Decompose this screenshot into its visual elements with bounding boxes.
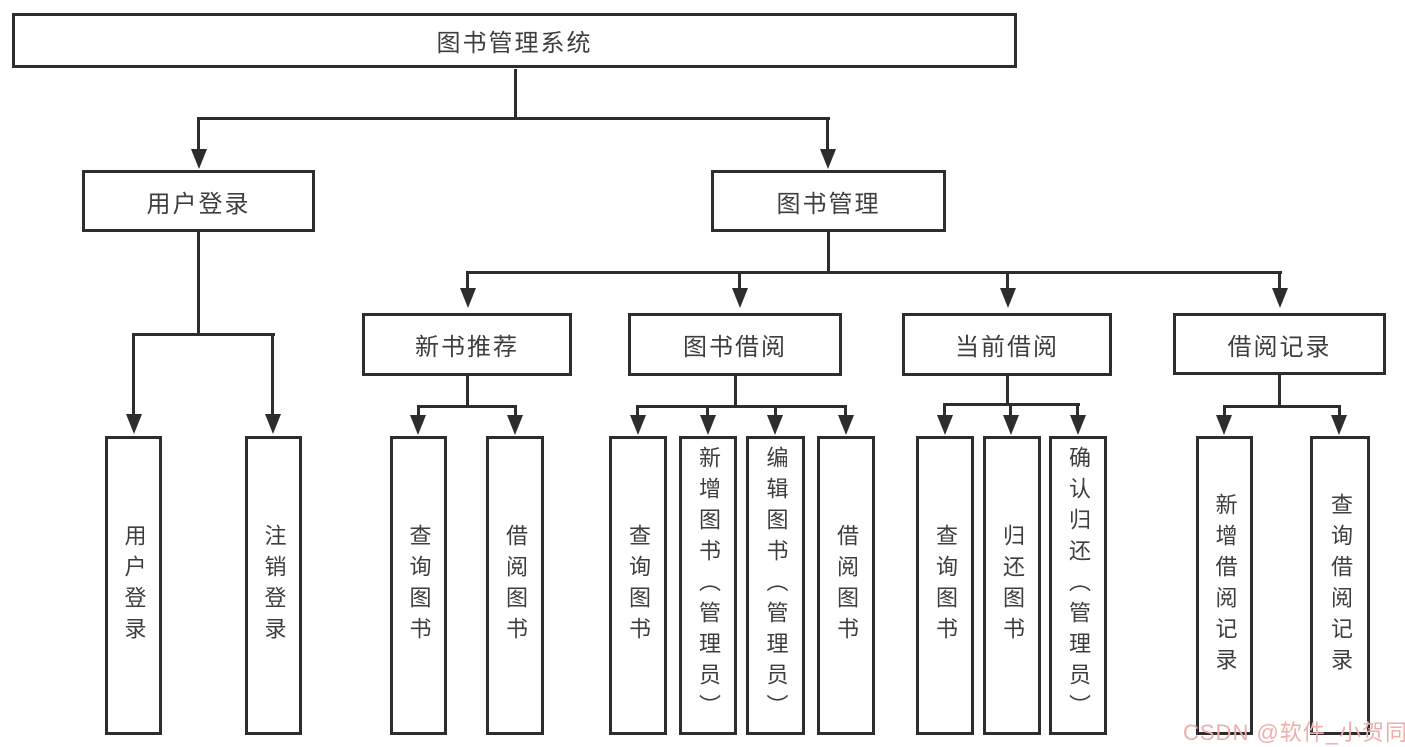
leaf-confirm-return-admin-label: 确认归还（管理员）: [1066, 446, 1091, 725]
connector-new-book-recommend-stem: [466, 376, 469, 407]
node-new-book-recommend: 新书推荐: [362, 313, 572, 376]
arrowhead-leaf-add-book: [700, 415, 716, 435]
node-current-borrow: 当前借阅: [902, 313, 1112, 376]
connector-borrow-records-bar: [1223, 405, 1341, 408]
connector-to-borrow-records: [1278, 271, 1281, 289]
arrowhead-leaf-return-books: [1003, 415, 1019, 435]
connector-to-leaf-query-books-1: [417, 405, 420, 416]
leaf-query-books-3: 查询图书: [916, 436, 974, 735]
leaf-query-books-1-label: 查询图书: [406, 523, 432, 648]
connector-to-current-borrow: [1006, 271, 1009, 289]
arrowhead-book-management: [820, 149, 836, 169]
arrowhead-leaf-edit-book: [767, 415, 783, 435]
leaf-borrow-books-1-label: 借阅图书: [503, 523, 528, 648]
leaf-borrow-books-2: 借阅图书: [817, 436, 875, 735]
node-borrow-records: 借阅记录: [1173, 313, 1386, 375]
leaf-query-borrow-record-label: 查询借阅记录: [1328, 492, 1353, 679]
node-book-management-label: 图书管理: [776, 190, 881, 218]
arrowhead-leaf-logout: [265, 414, 281, 434]
arrowhead-borrow-records: [1272, 288, 1288, 308]
node-root-label: 图书管理系统: [436, 30, 593, 57]
connector-to-book-borrow: [738, 271, 741, 289]
arrowhead-leaf-query-books-1: [410, 415, 426, 435]
leaf-add-book-admin-label: 新增图书（管理员）: [696, 446, 721, 725]
node-current-borrow-label: 当前借阅: [955, 334, 1059, 361]
node-root: 图书管理系统: [12, 13, 1017, 68]
connector-current-borrow-stem: [1006, 376, 1009, 405]
leaf-borrow-books-2-label: 借阅图书: [834, 523, 859, 648]
leaf-add-borrow-record-label: 新增借阅记录: [1212, 492, 1238, 679]
connector-to-leaf-query-record: [1338, 405, 1341, 416]
connector-new-book-recommend-bar: [417, 405, 517, 408]
arrowhead-leaf-confirm-return: [1070, 415, 1086, 435]
connector-root-to-user-login: [197, 117, 200, 151]
leaf-query-books-2-label: 查询图书: [626, 523, 651, 648]
leaf-query-borrow-record: 查询借阅记录: [1310, 436, 1370, 735]
leaf-borrow-books-1: 借阅图书: [486, 436, 544, 735]
leaf-edit-book-admin-label: 编辑图书（管理员）: [763, 446, 789, 725]
arrowhead-leaf-add-record: [1216, 415, 1232, 435]
connector-to-leaf-add-record: [1223, 405, 1226, 416]
leaf-query-books-2: 查询图书: [609, 436, 667, 735]
connector-to-leaf-borrow-books-2: [844, 405, 847, 416]
connector-to-leaf-user-login: [132, 333, 135, 414]
connector-book-borrow-stem: [734, 376, 737, 407]
connector-to-new-book-recommend: [466, 271, 469, 289]
connector-book-borrow-bar: [636, 405, 847, 408]
connector-to-leaf-query-books-3: [943, 403, 946, 416]
leaf-add-book-admin: 新增图书（管理员）: [679, 436, 737, 735]
connector-root-stem: [514, 69, 517, 119]
arrowhead-new-book-recommend: [460, 288, 476, 308]
leaf-logout-label: 注销登录: [261, 523, 287, 648]
node-borrow-records-label: 借阅记录: [1227, 333, 1332, 361]
arrowhead-book-borrow: [732, 288, 748, 308]
connector-user-login-bar: [132, 333, 275, 336]
leaf-query-books-3-label: 查询图书: [933, 523, 958, 648]
arrowhead-leaf-borrow-books-2: [838, 415, 854, 435]
arrowhead-leaf-query-books-2: [630, 415, 646, 435]
node-book-management: 图书管理: [711, 170, 946, 232]
leaf-logout: 注销登录: [245, 436, 302, 735]
connector-borrow-records-stem: [1278, 375, 1281, 407]
leaf-edit-book-admin: 编辑图书（管理员）: [746, 436, 805, 735]
node-new-book-recommend-label: 新书推荐: [415, 334, 519, 361]
leaf-return-books-label: 归还图书: [1000, 523, 1025, 648]
arrowhead-user-login: [191, 149, 207, 169]
leaf-return-books: 归还图书: [983, 436, 1041, 735]
connector-to-leaf-return-books: [1009, 403, 1012, 416]
leaf-confirm-return-admin: 确认归还（管理员）: [1049, 436, 1107, 735]
connector-to-leaf-logout: [271, 333, 274, 414]
connector-to-leaf-edit-book: [774, 405, 777, 416]
node-book-borrow: 图书借阅: [628, 313, 842, 376]
leaf-add-borrow-record: 新增借阅记录: [1196, 436, 1253, 735]
leaf-user-login-label: 用户登录: [121, 523, 147, 648]
connector-to-leaf-query-books-2: [636, 405, 639, 416]
connector-book-management-bar: [466, 271, 1282, 274]
arrowhead-leaf-query-books-3: [937, 415, 953, 435]
leaf-query-books-1: 查询图书: [390, 436, 447, 735]
connector-user-login-stem: [197, 232, 200, 335]
connector-to-leaf-borrow-books-1: [514, 405, 517, 416]
arrowhead-leaf-user-login: [126, 414, 142, 434]
arrowhead-leaf-borrow-books-1: [507, 415, 523, 435]
leaf-user-login: 用户登录: [105, 436, 162, 735]
node-user-login: 用户登录: [82, 170, 315, 232]
connector-to-leaf-confirm-return: [1076, 403, 1079, 416]
connector-root-to-book-management: [826, 117, 829, 151]
arrowhead-leaf-query-record: [1331, 415, 1347, 435]
connector-root-bar: [197, 117, 830, 120]
arrowhead-current-borrow: [1000, 288, 1016, 308]
connector-to-leaf-add-book: [706, 405, 709, 416]
node-user-login-label: 用户登录: [146, 190, 251, 218]
connector-book-management-stem: [827, 232, 830, 273]
node-book-borrow-label: 图书借阅: [683, 334, 787, 361]
